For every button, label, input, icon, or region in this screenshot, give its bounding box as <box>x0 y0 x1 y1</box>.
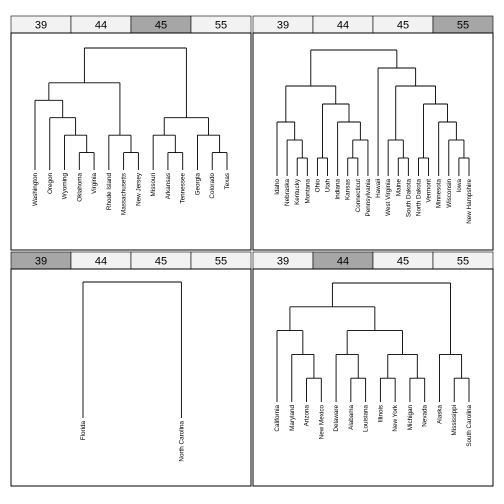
strip-label: 39 <box>277 256 289 268</box>
leaf-label: North Carolina <box>178 421 185 462</box>
leaf-label: West Virginia <box>385 179 392 216</box>
leaf-label: Tennessee <box>180 173 187 204</box>
leaf-label: Louisiana <box>363 405 370 432</box>
leaf-label: Vermont <box>426 179 433 203</box>
leaf-label: South Dakota <box>405 179 412 218</box>
leaf-label: Nevada <box>422 405 429 427</box>
leaf-label: Colorado <box>209 173 216 199</box>
strip-label: 55 <box>215 256 227 268</box>
panel-border <box>252 32 494 251</box>
strip-label: 45 <box>397 256 409 268</box>
strip-label: 45 <box>155 20 167 32</box>
leaf-label: Oklahoma <box>76 173 83 202</box>
leaf-label: Kentucky <box>294 178 301 205</box>
panel-border <box>10 268 252 487</box>
leaf-label: Virginia <box>91 173 98 194</box>
leaf-label: Indiana <box>335 179 342 200</box>
strip-label: 44 <box>337 20 349 32</box>
leaf-label: California <box>274 405 281 432</box>
leaf-label: Pennsylvania <box>365 179 372 217</box>
strip-label: 55 <box>457 256 469 268</box>
strip-label: 44 <box>95 20 107 32</box>
strip-label: 55 <box>457 20 469 32</box>
leaf-label: Hawaii <box>375 179 382 198</box>
leaf-label: Missouri <box>150 173 157 196</box>
leaf-label: Maryland <box>289 405 296 431</box>
strip-label: 45 <box>397 20 409 32</box>
leaf-label: Georgia <box>194 173 201 196</box>
leaf-label: Utah <box>325 179 332 193</box>
panel-border <box>252 268 494 487</box>
strip-label: 44 <box>337 256 349 268</box>
leaf-label: Illinois <box>377 405 384 423</box>
leaf-label: Wyoming <box>62 173 69 200</box>
leaf-label: Mississippi <box>451 405 458 435</box>
leaf-label: Washington <box>32 173 39 207</box>
strip-label: 55 <box>215 20 227 32</box>
leaf-label: Ohio <box>314 179 321 193</box>
strip-label: 45 <box>155 256 167 268</box>
leaf-label: Maine <box>395 179 402 197</box>
leaf-label: South Carolina <box>466 405 473 447</box>
leaf-label: Arkansas <box>165 173 172 199</box>
strip-label: 44 <box>95 256 107 268</box>
leaf-label: Texas <box>224 173 231 189</box>
strip-label: 39 <box>277 20 289 32</box>
leaf-label: Alabama <box>348 405 355 430</box>
leaf-label: Oregon <box>47 173 54 195</box>
strip-label: 39 <box>35 256 47 268</box>
leaf-label: New Jersey <box>135 172 142 206</box>
leaf-label: North Dakota <box>415 179 422 217</box>
leaf-label: New York <box>392 404 399 431</box>
leaf-label: New Mexico <box>318 405 325 440</box>
leaf-label: Florida <box>80 421 87 441</box>
panel-border <box>10 32 252 251</box>
leaf-label: Minnesota <box>436 179 443 209</box>
leaf-label: Wisconsin <box>446 179 453 208</box>
leaf-label: Montana <box>304 179 311 204</box>
strip-label: 39 <box>35 20 47 32</box>
leaf-label: Alaska <box>436 405 443 424</box>
leaf-label: Connecticut <box>355 179 362 213</box>
leaf-label: Arizona <box>304 405 311 427</box>
leaf-label: New Hampshire <box>466 179 473 224</box>
leaf-label: Nebraska <box>284 179 291 206</box>
leaf-label: Michigan <box>407 405 414 431</box>
leaf-label: Rhode Island <box>106 173 113 211</box>
leaf-label: Idaho <box>274 179 281 195</box>
leaf-label: Iowa <box>456 179 463 193</box>
leaf-label: Kansas <box>345 179 352 200</box>
leaf-label: Massachusetts <box>121 173 128 215</box>
leaf-label: Delaware <box>333 405 340 432</box>
